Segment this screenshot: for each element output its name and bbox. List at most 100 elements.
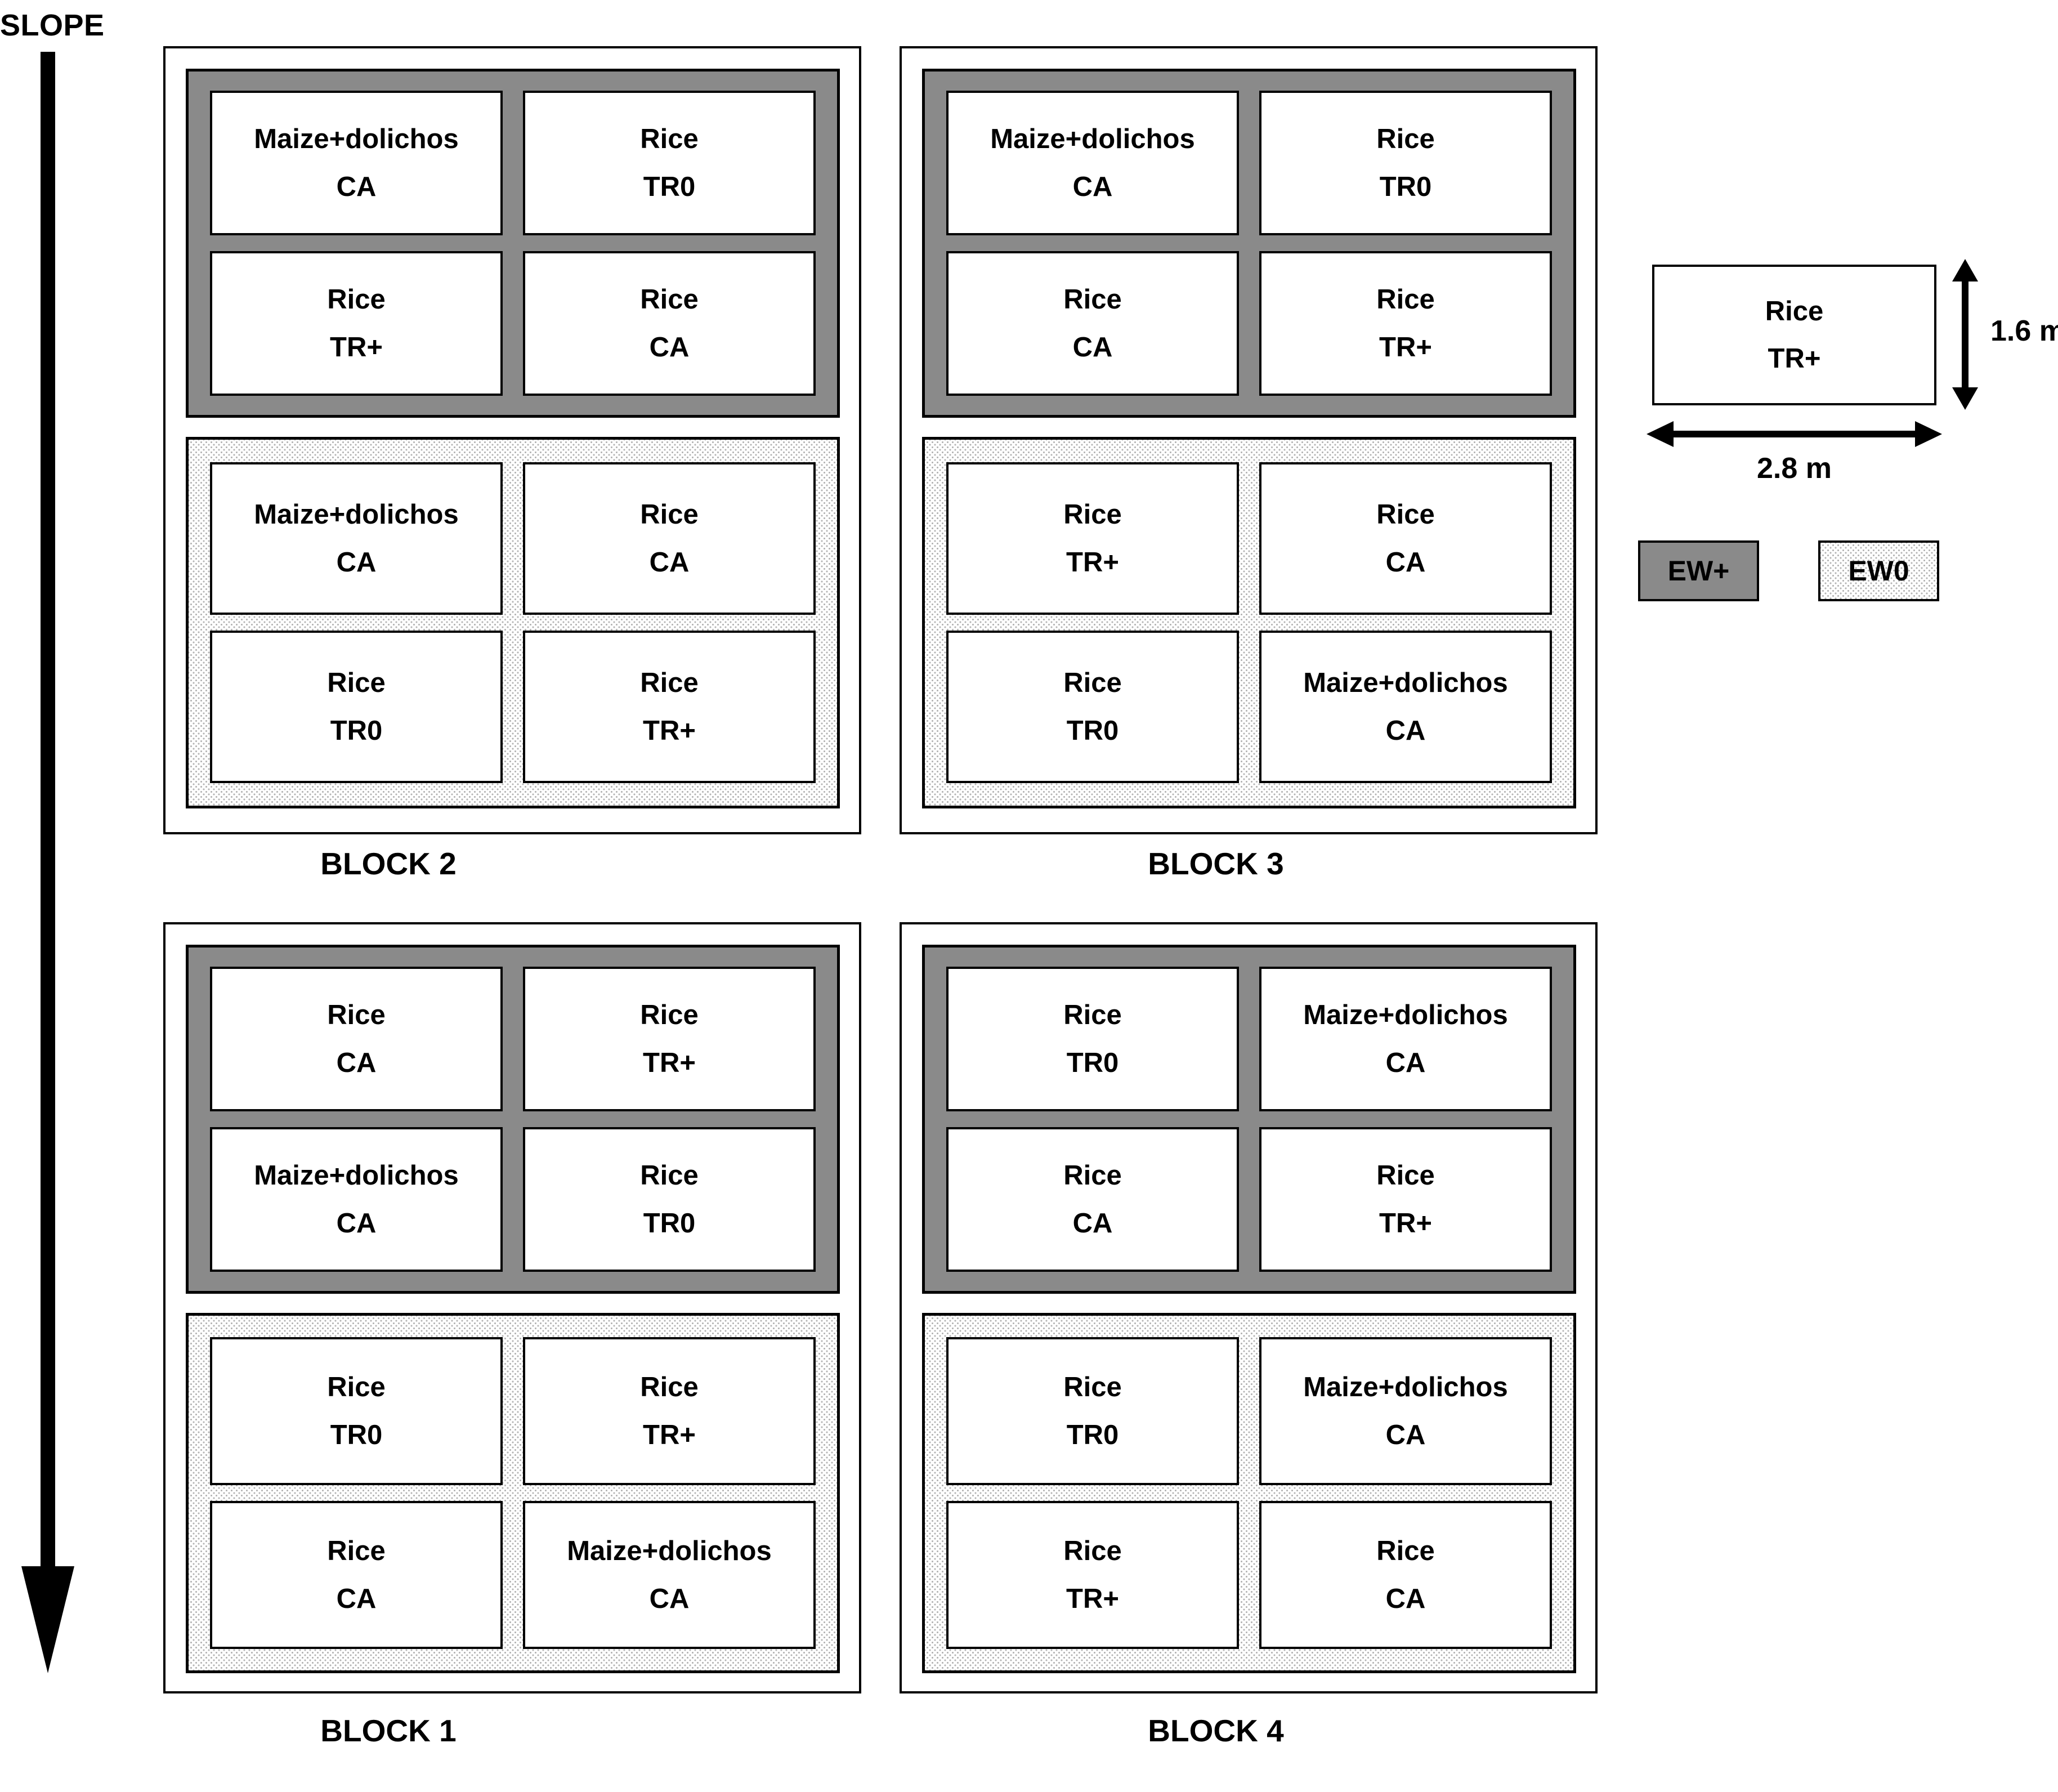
plot[interactable]: Rice CA	[523, 462, 816, 615]
plot[interactable]: Rice TR+	[523, 631, 816, 783]
plot-treatment: CA	[1072, 1208, 1113, 1239]
plot[interactable]: Rice CA	[1259, 462, 1552, 615]
plot-treatment: TR0	[643, 1208, 696, 1239]
plot[interactable]: Rice TR+	[946, 1501, 1239, 1649]
plot-crop: Rice	[640, 1372, 699, 1403]
block-1-panel-ew-zero[interactable]: Rice TR0 Rice TR+ Rice CA Maize+dolichos…	[186, 1313, 840, 1673]
plot-crop: Rice	[327, 1536, 386, 1567]
plot-crop: Rice	[327, 1000, 386, 1031]
plot[interactable]: Rice TR0	[946, 1337, 1239, 1485]
plot[interactable]: Rice CA	[210, 967, 503, 1111]
plot[interactable]: Maize+dolichos CA	[210, 462, 503, 615]
plot[interactable]: Rice TR+	[1259, 1127, 1552, 1272]
plot-crop: Rice	[1376, 124, 1435, 155]
plot[interactable]: Rice CA	[946, 251, 1239, 396]
legend: Rice TR+ 1.6 m 2.8 m EW+ EW0	[1632, 242, 2058, 647]
plot[interactable]: Maize+dolichos CA	[946, 91, 1239, 235]
legend-key-ew-zero[interactable]: EW0	[1818, 540, 1939, 601]
plot-crop: Rice	[1376, 499, 1435, 530]
plot-treatment: CA	[1385, 715, 1426, 746]
plot-crop: Rice	[1376, 284, 1435, 315]
plot-treatment: CA	[1072, 171, 1113, 202]
plot-treatment: CA	[649, 547, 690, 578]
plot-crop: Maize+dolichos	[254, 1160, 459, 1191]
block-3[interactable]: Maize+dolichos CA Rice TR0 Rice CA Rice …	[900, 46, 1598, 834]
legend-sample-treatment: TR+	[1768, 343, 1821, 374]
plot-treatment: TR0	[1066, 1047, 1119, 1078]
plot[interactable]: Rice TR+	[523, 1337, 816, 1485]
plot-crop: Rice	[640, 124, 699, 155]
plot-treatment: TR0	[330, 1419, 383, 1450]
legend-sample-plot[interactable]: Rice TR+	[1652, 265, 1936, 405]
plot[interactable]: Rice TR0	[210, 1337, 503, 1485]
block-4-panel-ew-zero[interactable]: Rice TR0 Maize+dolichos CA Rice TR+ Rice…	[922, 1313, 1576, 1673]
plot-treatment: TR+	[643, 715, 696, 746]
block-1[interactable]: Rice CA Rice TR+ Maize+dolichos CA Rice …	[163, 922, 861, 1693]
block-2-panel-ew-zero[interactable]: Maize+dolichos CA Rice CA Rice TR0 Rice …	[186, 437, 840, 808]
legend-key-ew-zero-label: EW0	[1848, 555, 1909, 587]
plot-treatment: CA	[336, 171, 377, 202]
legend-key-ew-plus[interactable]: EW+	[1638, 540, 1759, 601]
plot-treatment: CA	[336, 1583, 377, 1614]
plot[interactable]: Rice TR0	[946, 631, 1239, 783]
plot[interactable]: Rice CA	[946, 1127, 1239, 1272]
block-4-panel-ew-plus[interactable]: Rice TR0 Maize+dolichos CA Rice CA Rice …	[922, 945, 1576, 1294]
plot[interactable]: Rice CA	[210, 1501, 503, 1649]
plot[interactable]: Maize+dolichos CA	[523, 1501, 816, 1649]
plot-treatment: TR+	[643, 1419, 696, 1450]
plot[interactable]: Rice TR+	[1259, 251, 1552, 396]
plot[interactable]: Rice CA	[523, 251, 816, 396]
block-2[interactable]: Maize+dolichos CA Rice TR0 Rice TR+ Rice…	[163, 46, 861, 834]
block-2-panel-ew-plus[interactable]: Maize+dolichos CA Rice TR0 Rice TR+ Rice…	[186, 69, 840, 418]
plot-crop: Rice	[327, 284, 386, 315]
plot[interactable]: Rice TR0	[523, 91, 816, 235]
legend-sample-crop: Rice	[1765, 296, 1824, 327]
plot[interactable]: Rice TR+	[210, 251, 503, 396]
block-2-label: BLOCK 2	[320, 846, 457, 881]
plot-crop: Rice	[1063, 284, 1122, 315]
plot-treatment: TR0	[643, 171, 696, 202]
plot-treatment: TR+	[1379, 332, 1432, 363]
plot[interactable]: Rice TR0	[210, 631, 503, 783]
plot[interactable]: Rice TR+	[946, 462, 1239, 615]
plot-treatment: TR+	[1379, 1208, 1432, 1239]
plot-treatment: CA	[336, 1047, 377, 1078]
plot[interactable]: Maize+dolichos CA	[210, 91, 503, 235]
plot[interactable]: Rice TR0	[946, 967, 1239, 1111]
plot[interactable]: Rice TR0	[1259, 91, 1552, 235]
plot[interactable]: Rice CA	[1259, 1501, 1552, 1649]
plot-crop: Rice	[1063, 1000, 1122, 1031]
plot[interactable]: Maize+dolichos CA	[1259, 631, 1552, 783]
block-1-panel-ew-plus[interactable]: Rice CA Rice TR+ Maize+dolichos CA Rice …	[186, 945, 840, 1294]
plot[interactable]: Maize+dolichos CA	[210, 1127, 503, 1272]
plot-treatment: CA	[1385, 1419, 1426, 1450]
plot-crop: Maize+dolichos	[1303, 1372, 1508, 1403]
plot-crop: Rice	[327, 668, 386, 699]
down-arrow-icon	[21, 52, 74, 1673]
plot-width-label: 2.8 m	[1757, 452, 1832, 485]
block-3-label: BLOCK 3	[1148, 846, 1284, 881]
slope-label: SLOPE	[0, 8, 105, 42]
plot-crop: Rice	[1376, 1160, 1435, 1191]
block-4[interactable]: Rice TR0 Maize+dolichos CA Rice CA Rice …	[900, 922, 1598, 1693]
plot[interactable]: Rice TR+	[523, 967, 816, 1111]
plot-treatment: TR0	[1379, 171, 1432, 202]
plot[interactable]: Rice TR0	[523, 1127, 816, 1272]
plot-treatment: CA	[1072, 332, 1113, 363]
plot-crop: Rice	[640, 284, 699, 315]
plot-crop: Rice	[640, 1160, 699, 1191]
block-3-panel-ew-zero[interactable]: Rice TR+ Rice CA Rice TR0 Maize+dolichos…	[922, 437, 1576, 808]
plot-crop: Maize+dolichos	[1303, 1000, 1508, 1031]
plot-treatment: CA	[1385, 1047, 1426, 1078]
plot-crop: Rice	[640, 668, 699, 699]
horizontal-dimension-arrow-icon	[1647, 421, 1942, 447]
plot[interactable]: Maize+dolichos CA	[1259, 967, 1552, 1111]
plot-treatment: TR0	[330, 715, 383, 746]
plot-height-label: 1.6 m	[1990, 315, 2058, 347]
plot-crop: Rice	[1063, 668, 1122, 699]
plot-treatment: TR0	[1066, 1419, 1119, 1450]
plot[interactable]: Maize+dolichos CA	[1259, 1337, 1552, 1485]
plot-treatment: CA	[1385, 1583, 1426, 1614]
block-3-panel-ew-plus[interactable]: Maize+dolichos CA Rice TR0 Rice CA Rice …	[922, 69, 1576, 418]
plot-crop: Rice	[1063, 1536, 1122, 1567]
